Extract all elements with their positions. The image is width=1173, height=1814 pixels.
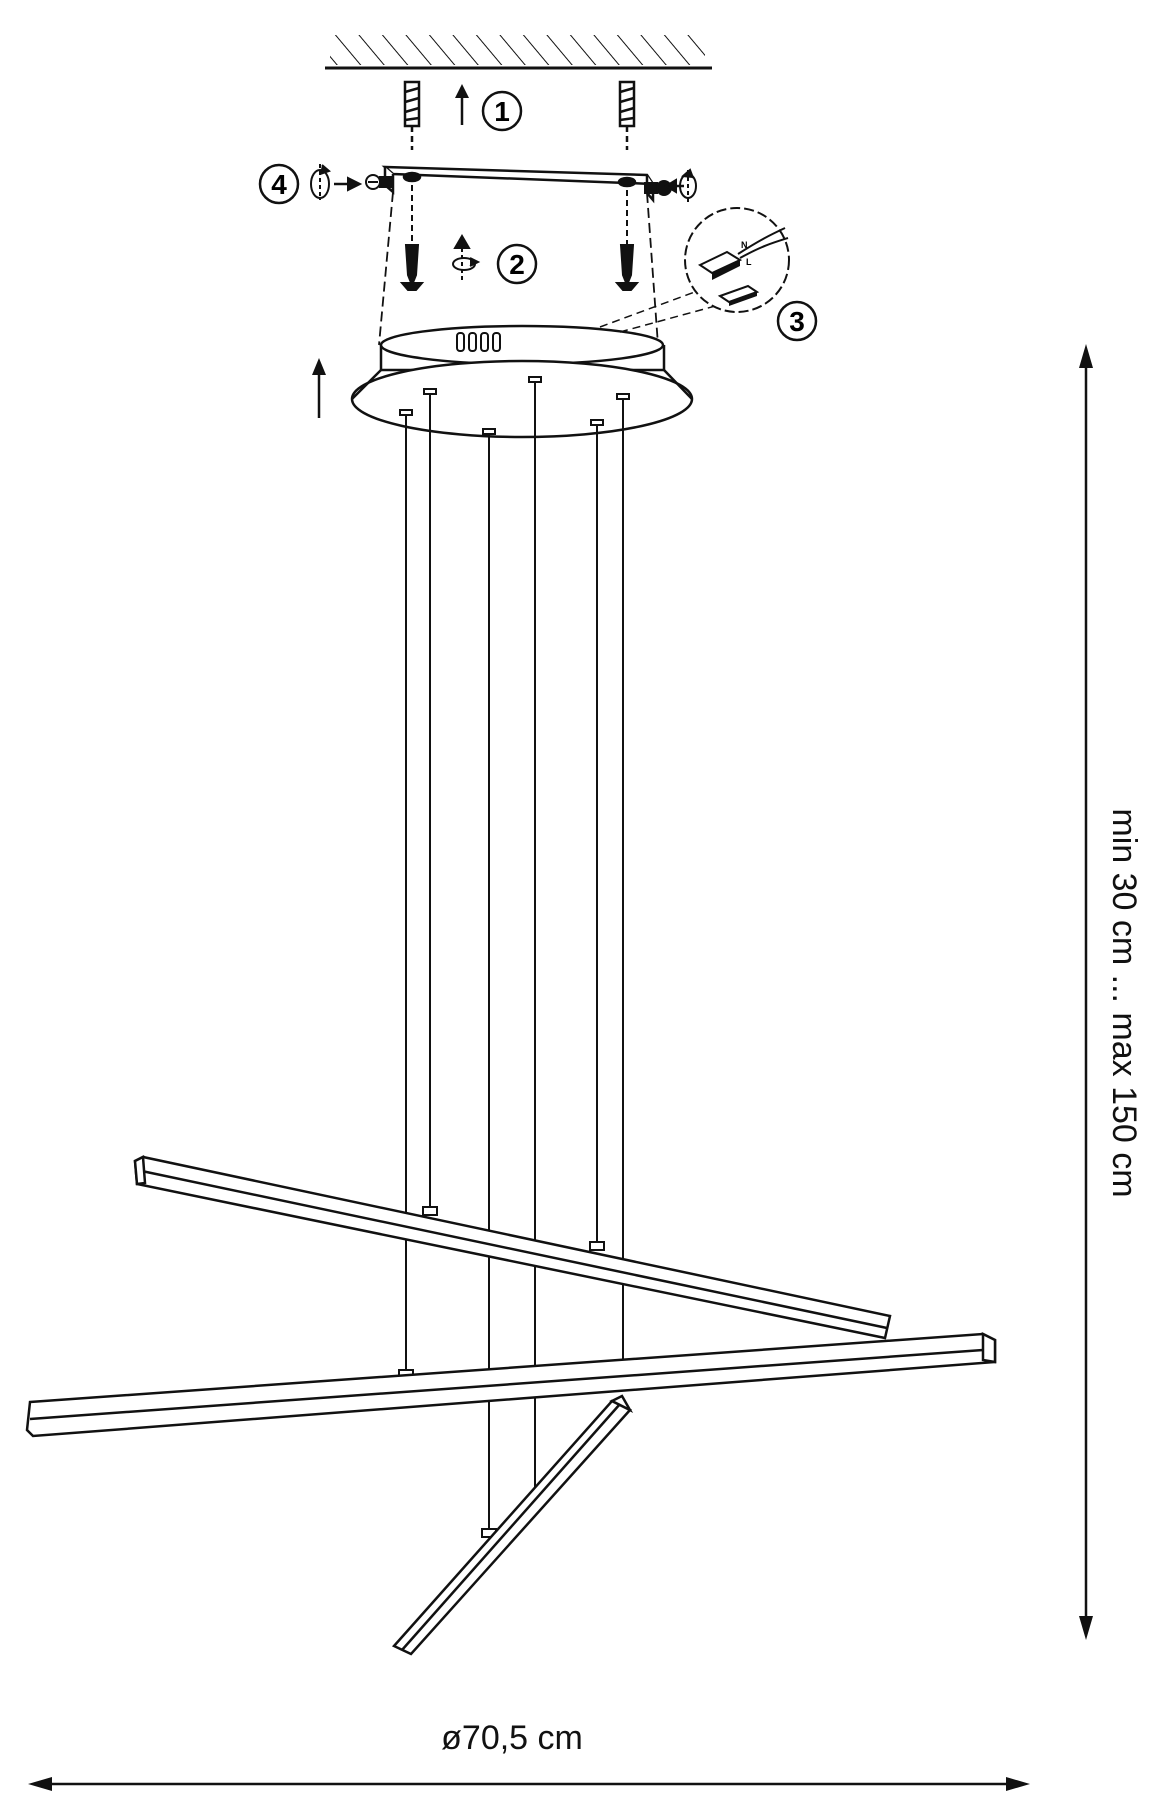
step-2-label: 2 — [509, 249, 525, 280]
width-dimension-label: ø70,5 cm — [441, 1719, 583, 1757]
height-dimension-label: min 30 cm ... max 150 cm — [1105, 808, 1143, 1197]
guide-lines — [378, 191, 659, 346]
canopy — [350, 324, 694, 439]
light-bar-lower — [25, 1331, 997, 1438]
step-4-marker: 4 — [258, 163, 300, 205]
light-bar-diagonal — [391, 1394, 634, 1656]
mounting-screw-right — [614, 190, 640, 291]
side-screw-left — [365, 174, 393, 190]
wall-anchor-right — [618, 80, 636, 150]
connector-mark-n: N — [741, 240, 748, 250]
step-4-rotate-arrow-left — [310, 164, 363, 200]
wall-anchor-left — [403, 80, 421, 150]
terminal-block-detail: N L — [684, 207, 790, 313]
mounting-screw-left — [399, 185, 425, 291]
lift-up-arrow — [312, 358, 326, 418]
step-3-label: 3 — [789, 306, 805, 337]
height-dimension-arrow — [1079, 344, 1093, 1640]
light-bar-upper — [133, 1155, 892, 1340]
connector-mark-l: L — [746, 257, 752, 267]
ceiling — [325, 35, 712, 70]
step-2-marker: 2 — [496, 243, 538, 285]
step-3-callout-lines — [599, 289, 753, 333]
step-3-marker: 3 — [776, 300, 818, 342]
step-4-rotate-arrow-right — [664, 168, 697, 204]
step-4-label: 4 — [271, 169, 287, 200]
width-dimension-arrow — [28, 1777, 1030, 1791]
mounting-bracket — [381, 165, 656, 204]
step-1-label: 1 — [494, 96, 510, 127]
step-1-marker: 1 — [481, 90, 523, 132]
step-2-rotate-arrow — [452, 234, 481, 282]
side-screw-right — [644, 180, 672, 196]
canopy-vent-slots — [456, 332, 501, 352]
step-1-arrow — [455, 84, 469, 125]
